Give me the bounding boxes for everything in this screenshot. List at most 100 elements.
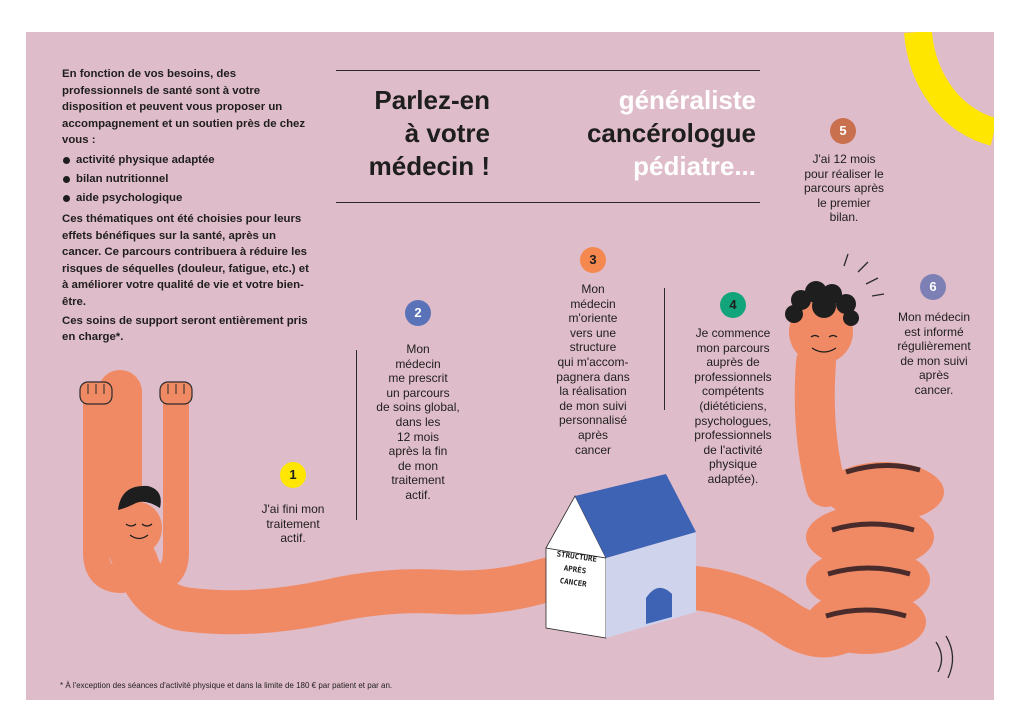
right-figure-eye-2	[828, 334, 838, 338]
step-line: médecin	[570, 296, 616, 311]
left-figure-head	[114, 502, 162, 554]
heading-line: médecin !	[368, 151, 490, 181]
step-line: actif.	[280, 531, 306, 546]
step-line: physique	[708, 457, 758, 472]
left-figure-right-arm	[137, 384, 189, 593]
step-line: cancer.	[914, 382, 954, 397]
step-line: bilan.	[829, 210, 859, 225]
step-line: parcours après	[803, 181, 885, 196]
footnote: * À l'exception des séances d'activité p…	[60, 681, 393, 690]
bullet-item: aide psychologique	[62, 189, 312, 208]
step-line: 12 mois	[396, 429, 440, 444]
step-line: professionnels	[694, 428, 772, 443]
right-fist	[159, 381, 193, 405]
heading-line: Parlez-en	[374, 85, 490, 115]
motion-lines	[843, 253, 954, 679]
step-line: Je commence	[695, 326, 771, 340]
right-figure-curly-hair	[785, 281, 859, 326]
step-line: compétents	[701, 384, 765, 399]
step-line: mon parcours	[696, 340, 770, 355]
step-divider	[664, 288, 665, 410]
step-line: après	[577, 427, 609, 442]
step-2-text: Mon médecin me prescrit un parcours de s…	[360, 342, 476, 503]
step-line: Mon	[406, 342, 430, 356]
step-line: la réalisation	[559, 384, 627, 399]
heading-bottom-rule	[336, 202, 760, 203]
right-figure-head	[789, 300, 853, 364]
step-line: auprès de	[706, 355, 760, 370]
step-line: m'oriente	[568, 311, 618, 326]
step-line: de soins global,	[376, 400, 460, 415]
intro-lead: En fonction de vos besoins, des professi…	[62, 68, 306, 147]
step-3-text: Mon médecin m'oriente vers une structure…	[534, 282, 652, 457]
step-line: le premier	[817, 195, 871, 210]
step-line: structure	[569, 340, 617, 355]
left-figure-left-arm	[83, 384, 135, 593]
left-figure-smile	[129, 534, 149, 540]
step-line: actif.	[405, 487, 431, 502]
left-figure-closed-eye-2	[141, 523, 153, 527]
coil-spring-figure	[806, 462, 944, 654]
left-fist	[79, 381, 113, 405]
step-5-badge: 5	[830, 118, 856, 144]
step-line: dans les	[395, 414, 441, 429]
step-line: pour réaliser le	[804, 166, 884, 181]
step-line: un parcours	[386, 385, 450, 400]
left-figure-body	[98, 370, 628, 635]
yellow-arc-decoration	[904, 32, 994, 146]
step-line: me prescrit	[388, 371, 448, 386]
left-figure-closed-eye-1	[125, 523, 137, 527]
heading-line: cancérologue	[586, 118, 756, 148]
right-figure-eye-1	[810, 334, 820, 338]
step-line: régulièrement	[897, 339, 971, 354]
step-4-badge: 4	[720, 292, 746, 318]
step-line: cancer	[574, 442, 612, 457]
step-line: de mon suivi	[559, 398, 627, 413]
step-1-text: J'ai fini mon traitement actif.	[238, 502, 348, 546]
step-line: Mon médecin	[897, 310, 971, 324]
heading-talk-to-doctor: Parlez-en à votre médecin !	[330, 84, 490, 183]
step-4-text: Je commence mon parcours auprès de profe…	[674, 326, 792, 487]
step-line: traitement	[266, 516, 320, 531]
heading-doctor-types: généraliste cancérologue pédiatre...	[546, 84, 756, 183]
house-structure	[545, 474, 696, 639]
step-2-badge: 2	[405, 300, 431, 326]
bullet-item: bilan nutritionnel	[62, 170, 312, 189]
bullet-item: activité physique adaptée	[62, 151, 312, 170]
step-line: psychologues,	[694, 413, 772, 428]
step-6-badge: 6	[920, 274, 946, 300]
step-line: professionnels	[694, 369, 772, 384]
step-line: (diététiciens,	[699, 398, 767, 413]
step-line: pagnera dans	[556, 369, 630, 384]
step-line: J'ai fini mon	[261, 502, 325, 516]
step-line: médecin	[395, 356, 441, 371]
right-figure-neck	[794, 342, 846, 507]
step-line: J'ai 12 mois	[812, 152, 876, 166]
step-line: Mon	[581, 282, 605, 296]
poster: En fonction de vos besoins, des professi…	[26, 32, 994, 700]
step-line: après la fin	[388, 444, 448, 459]
step-line: vers une	[569, 325, 617, 340]
step-line: de l'activité	[703, 442, 763, 457]
step-5-text: J'ai 12 mois pour réaliser le parcours a…	[794, 152, 894, 225]
step-3-badge: 3	[580, 247, 606, 273]
illustration	[79, 32, 994, 679]
heading-line: généraliste	[618, 85, 756, 115]
step-line: traitement	[391, 473, 445, 488]
heading-top-rule	[336, 70, 760, 71]
step-line: personnalisé	[558, 413, 628, 428]
house-label: STRUCTURE APRÈS CANCER	[545, 546, 606, 592]
intro-bullet-list: activité physique adaptée bilan nutritio…	[62, 151, 312, 208]
step-line: de mon suivi	[900, 353, 968, 368]
left-figure-hair	[118, 485, 161, 510]
step-line: est informé	[904, 324, 964, 339]
step-6-text: Mon médecin est informé régulièrement de…	[880, 310, 988, 398]
intro-paragraph-coverage: Ces soins de support seront entièrement …	[62, 314, 308, 344]
right-figure-smile	[811, 347, 837, 353]
heading-line: à votre	[404, 118, 490, 148]
step-1-badge: 1	[280, 462, 306, 488]
step-line: adaptée).	[707, 471, 759, 486]
step-line: après	[918, 368, 950, 383]
step-divider	[356, 350, 357, 520]
heading-line: pédiatre...	[633, 151, 756, 181]
